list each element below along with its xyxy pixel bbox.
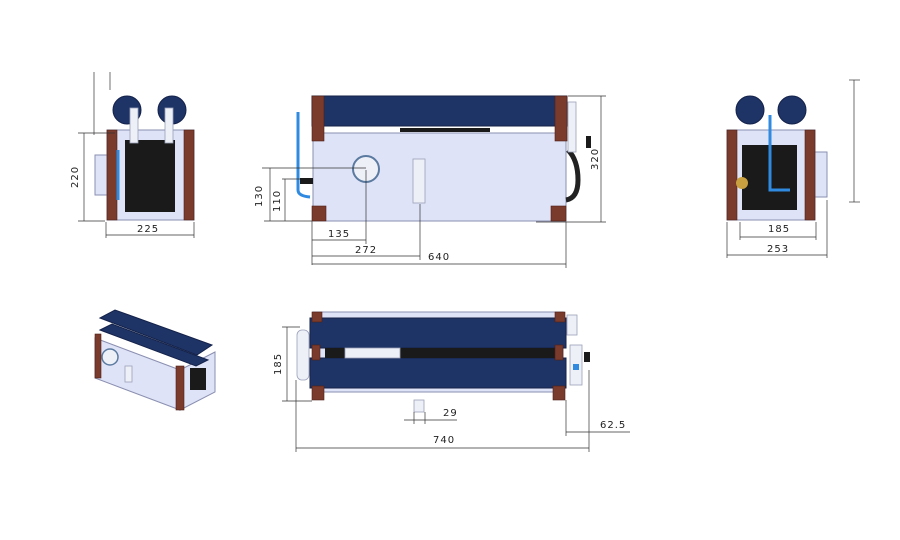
frame — [312, 132, 567, 222]
valve — [567, 101, 577, 153]
membrane-tube — [309, 317, 567, 349]
fitting — [566, 314, 578, 336]
dim-width: 253 — [767, 244, 789, 255]
foot — [413, 399, 425, 413]
valve-knob — [584, 352, 590, 362]
gauge — [101, 348, 119, 366]
valve-knob — [586, 136, 591, 148]
corner-block — [554, 95, 568, 142]
dim-valve-overhang: 62.5 — [600, 420, 626, 431]
hose — [296, 112, 311, 199]
isometric-view — [94, 309, 216, 411]
membrane-tube — [311, 95, 568, 127]
manifold — [296, 329, 310, 381]
corner-block — [311, 95, 325, 142]
left-side-view: 220 225 — [70, 72, 195, 238]
pump — [125, 140, 175, 212]
corner-block — [554, 344, 564, 361]
membrane-tube — [98, 323, 210, 367]
bar — [400, 128, 490, 132]
membrane-tube — [98, 309, 214, 356]
fitting — [573, 364, 579, 370]
corner-block — [311, 205, 327, 222]
motor — [344, 347, 401, 359]
dim-height: 220 — [70, 166, 81, 188]
corner-post — [175, 365, 185, 411]
corner-block — [311, 311, 323, 323]
pump — [190, 368, 206, 390]
dim-port-height: 130 — [254, 185, 265, 207]
fitting — [129, 107, 139, 144]
inlet — [300, 178, 313, 184]
corner-post — [726, 129, 738, 221]
dim-port-offset: 135 — [328, 229, 350, 240]
corner-block — [311, 385, 325, 401]
flow-meter — [124, 365, 133, 383]
side-panel — [94, 154, 108, 196]
membrane-tube — [309, 357, 567, 389]
corner-block — [550, 205, 567, 222]
dim-inner-width: 185 — [768, 224, 790, 235]
side-panel — [814, 151, 828, 198]
front-view: 130 110 135 272 640 320 — [254, 95, 606, 268]
hose — [768, 115, 790, 192]
corner-post — [94, 333, 102, 379]
dim-inlet-height: 110 — [272, 190, 283, 212]
dim-gauge-offset: 272 — [355, 245, 377, 256]
flow-meter — [412, 158, 426, 204]
dim-depth: 185 — [273, 353, 284, 375]
corner-post — [804, 129, 816, 221]
fitting — [736, 177, 748, 189]
pump-shaft — [325, 348, 555, 358]
membrane-tube-end — [777, 95, 807, 125]
dim-length: 640 — [428, 252, 450, 263]
dim-height: 320 — [590, 148, 601, 170]
right-side-view: 185 253 — [726, 79, 860, 258]
membrane-tube-end — [735, 95, 765, 125]
corner-post — [183, 129, 195, 221]
dim-foot-width: 29 — [443, 408, 458, 419]
top-view: 185 29 740 62.5 — [273, 311, 630, 452]
corner-post — [106, 129, 118, 221]
corner-block — [311, 344, 321, 361]
fitting — [164, 107, 174, 144]
dim-width: 225 — [137, 224, 159, 235]
dim-overall-length: 740 — [433, 435, 455, 446]
drain-hose — [565, 148, 581, 203]
corner-block — [552, 385, 566, 401]
corner-block — [554, 311, 566, 323]
